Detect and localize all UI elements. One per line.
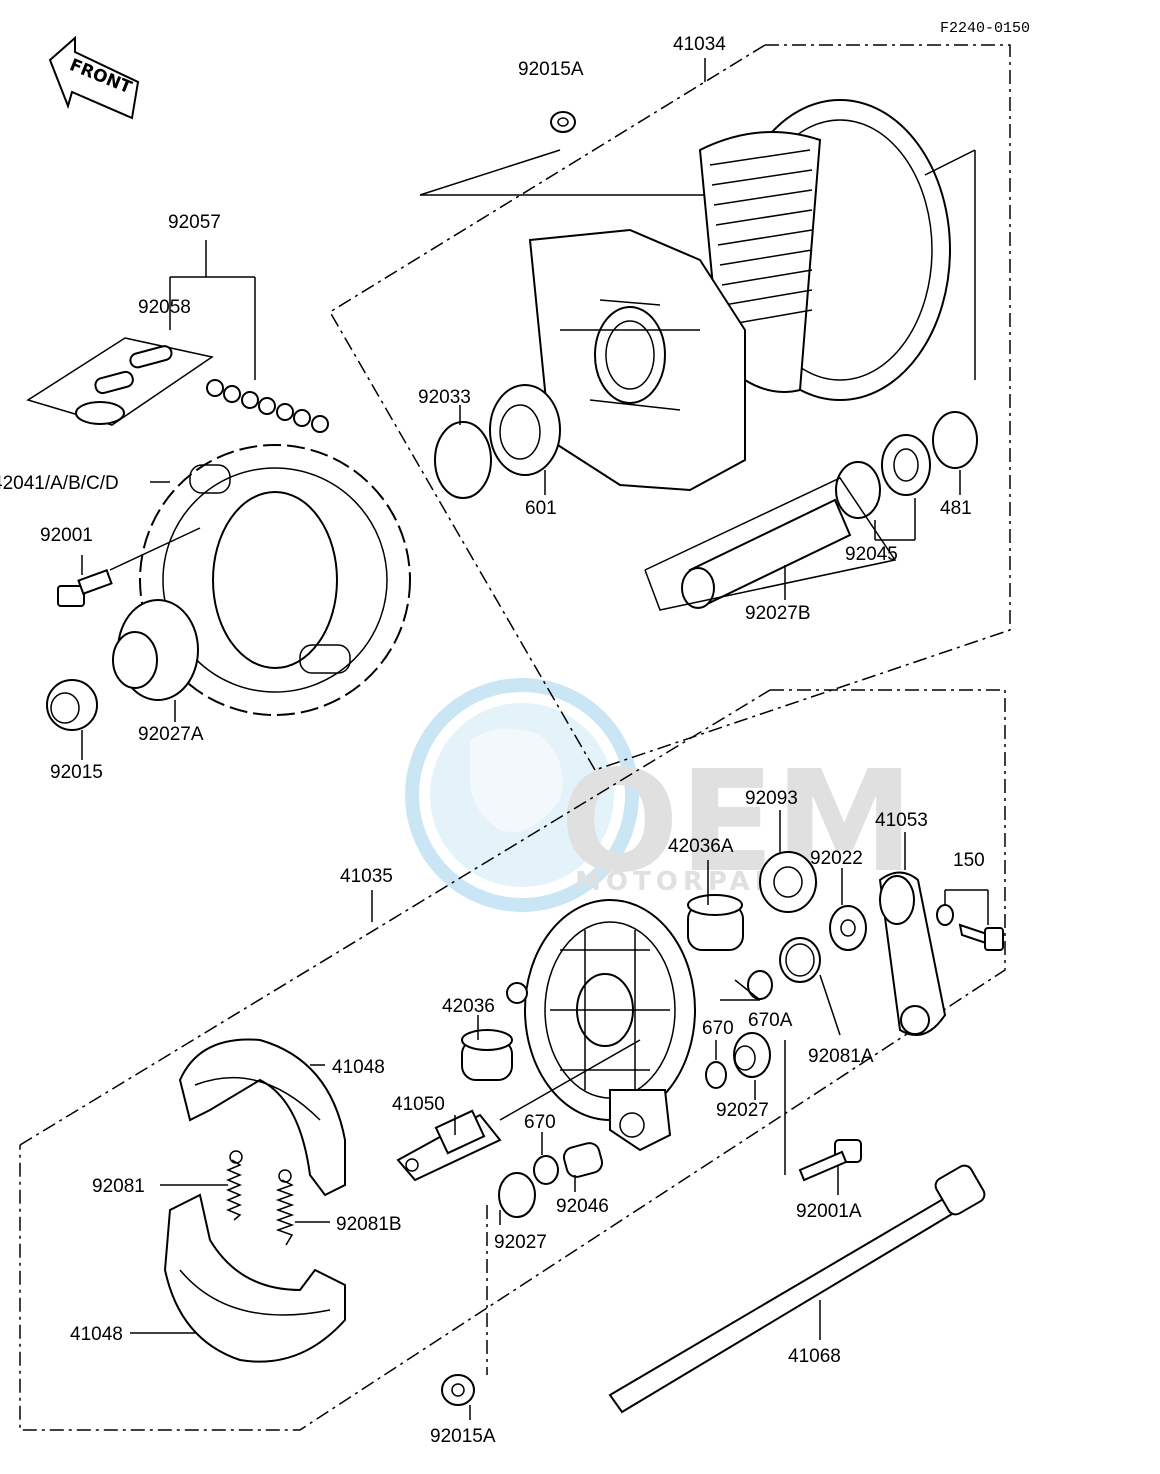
brake-cam-41050	[396, 1039, 641, 1182]
front-arrow-icon: FRONT	[48, 35, 140, 120]
label-601: 601	[525, 498, 557, 519]
ring-670	[705, 1040, 727, 1089]
label-42041: 42041/A/B/C/D	[0, 473, 119, 494]
label-92081B: 92081B	[336, 1214, 402, 1235]
label-92027B: 92027B	[745, 603, 811, 624]
brake-lever-41053	[878, 832, 947, 1036]
bushing-92027-low	[486, 1172, 536, 1375]
watermark: OEM MOTORPARTS	[405, 678, 914, 912]
bolt-92001	[57, 527, 201, 607]
spacer-42036A	[687, 860, 744, 951]
circlip-481	[932, 411, 978, 495]
nut-92015A-bottom	[441, 1374, 475, 1420]
label-92033: 92033	[418, 387, 471, 408]
figure-code: F2240-0150	[940, 20, 1030, 37]
label-92027-low: 92027	[494, 1232, 547, 1253]
circlip-92033	[434, 405, 492, 499]
axle-41068	[608, 1164, 986, 1414]
rear-sprocket	[139, 444, 411, 716]
label-92081: 92081	[92, 1176, 145, 1197]
bearing-601	[489, 384, 561, 495]
label-670-low: 670	[524, 1112, 556, 1133]
label-42036A: 42036A	[668, 836, 734, 857]
bushing-92027-mid	[733, 1032, 786, 1175]
brake-shoe-41048-bottom	[130, 1193, 346, 1363]
label-42036: 42036	[442, 996, 495, 1017]
watermark-brand: OEM	[560, 741, 914, 904]
label-41068: 41068	[788, 1346, 841, 1367]
part-labels: 41034 92015A 92057 92058 92033 601 481 9…	[0, 34, 985, 1447]
washer-92022	[829, 868, 867, 951]
label-92001A: 92001A	[796, 1201, 862, 1222]
label-41048-top: 41048	[332, 1057, 385, 1078]
spacer-92027A	[112, 599, 199, 722]
label-92022: 92022	[810, 848, 863, 869]
nut-92015	[46, 679, 98, 760]
label-92015A-bottom: 92015A	[430, 1426, 496, 1447]
label-41050: 41050	[392, 1094, 445, 1115]
brake-shoe-41048-top	[178, 1038, 346, 1197]
label-41034: 41034	[673, 34, 726, 55]
label-92015: 92015	[50, 762, 103, 783]
label-92027A: 92027A	[138, 724, 204, 745]
brake-panel	[524, 899, 696, 1152]
label-92027-mid: 92027	[716, 1100, 769, 1121]
nut-92015A-top	[550, 111, 576, 133]
drive-chain	[206, 379, 329, 433]
spring-92081B	[275, 1169, 330, 1246]
ring-670A	[720, 970, 773, 1001]
label-41048-bottom: 41048	[70, 1324, 123, 1345]
bolt-150	[936, 889, 1004, 951]
spacer-92046	[562, 1142, 604, 1192]
spacer-42036	[461, 982, 528, 1081]
label-92058: 92058	[138, 297, 191, 318]
label-41035: 41035	[340, 866, 393, 887]
sleeve-92027B	[644, 477, 897, 611]
label-670A: 670A	[748, 1010, 793, 1031]
label-92045: 92045	[845, 544, 898, 565]
label-92057: 92057	[168, 212, 221, 233]
ring-670-low	[533, 1132, 559, 1185]
label-92081A: 92081A	[808, 1046, 874, 1067]
label-92001: 92001	[40, 525, 93, 546]
bearing-92045	[835, 434, 931, 541]
chain-master-link	[26, 240, 329, 433]
bolt-92001A	[798, 1139, 862, 1195]
label-481: 481	[940, 498, 972, 519]
spring-92081	[160, 1150, 243, 1221]
spring-92081A	[779, 937, 841, 1036]
label-41053: 41053	[875, 810, 928, 831]
oil-seal-92093	[759, 810, 817, 913]
label-670: 670	[702, 1018, 734, 1039]
hub-assembly-frame	[328, 44, 1011, 771]
brake-panel-frame	[19, 689, 1006, 1431]
label-92015A-top: 92015A	[518, 59, 584, 80]
watermark-globe-icon	[405, 678, 639, 912]
label-92046: 92046	[556, 1196, 609, 1217]
rear-hub	[528, 99, 976, 492]
label-150: 150	[953, 850, 985, 871]
label-92093: 92093	[745, 788, 798, 809]
